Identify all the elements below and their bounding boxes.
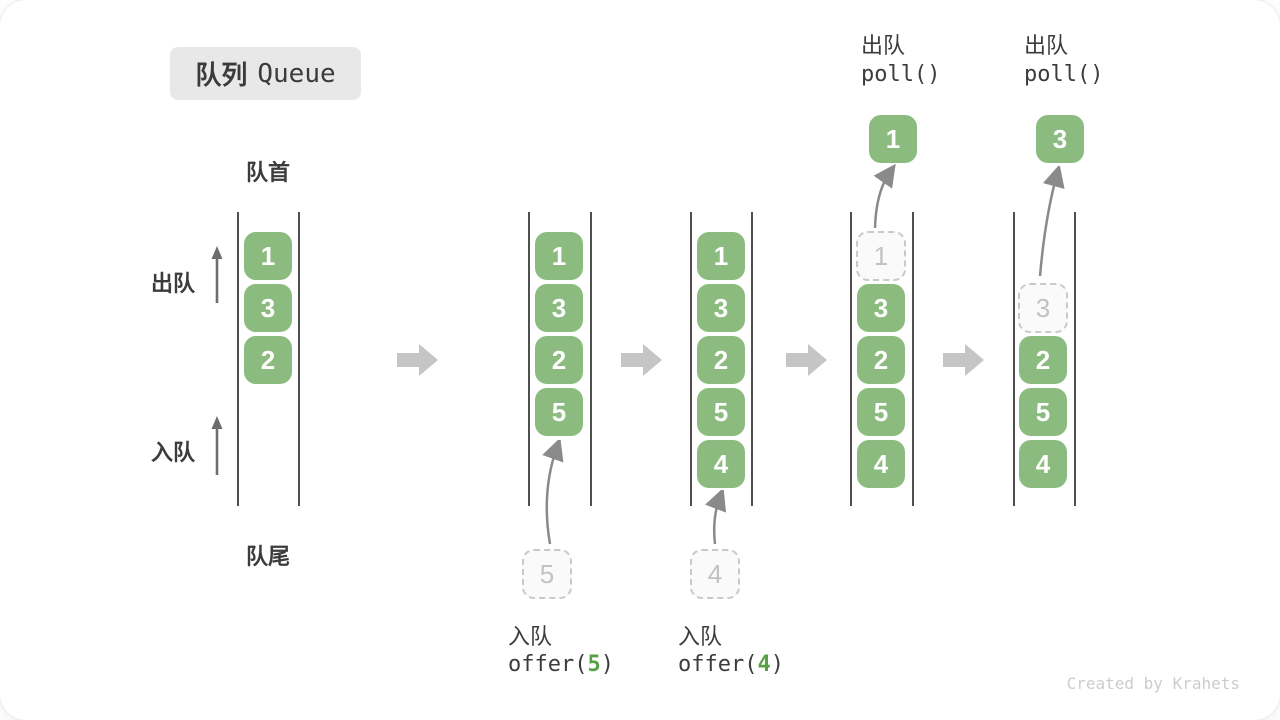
code-close: )	[600, 652, 614, 677]
queue-wall	[690, 212, 692, 506]
queue-cell: 4	[1019, 440, 1067, 488]
incoming-cell: 4	[690, 549, 740, 599]
label-queue-front: 队首	[245, 160, 290, 185]
queue-wall	[850, 212, 852, 506]
step-arrow-icon	[943, 344, 984, 376]
op-poll1-label: 出队	[861, 33, 906, 58]
queue-cell: 2	[857, 336, 905, 384]
polled-cell: 1	[869, 115, 917, 163]
polled-cell: 3	[1036, 115, 1084, 163]
label-enqueue: 入队	[151, 440, 196, 465]
queue-cell: 2	[244, 336, 292, 384]
queue-wall	[590, 212, 592, 506]
queue-cell: 5	[535, 388, 583, 436]
code-arg: 4	[757, 652, 771, 677]
code-close: )	[770, 652, 784, 677]
queue-wall	[528, 212, 530, 506]
code-open: offer(	[508, 652, 588, 677]
queue-cell: 4	[857, 440, 905, 488]
queue-cell: 3	[244, 284, 292, 332]
queue-wall	[1013, 212, 1015, 506]
step-arrow-icon	[397, 344, 438, 376]
queue-wall	[912, 212, 914, 506]
enqueue-curve-arrow-icon	[705, 490, 727, 545]
watermark: Created by Krahets	[1066, 674, 1240, 693]
label-dequeue: 出队	[151, 271, 196, 296]
queue-cell: 5	[697, 388, 745, 436]
queue-cell: 1	[244, 232, 292, 280]
queue-cell: 1	[697, 232, 745, 280]
op-enqueue5-code: offer(5)	[508, 652, 614, 677]
queue-wall	[298, 212, 300, 506]
queue-cell: 3	[535, 284, 583, 332]
code-arg: 5	[587, 652, 601, 677]
step-arrow-icon	[621, 344, 662, 376]
queue-cell: 1	[535, 232, 583, 280]
op-poll3-label: 出队	[1024, 33, 1069, 58]
queue-cell: 3	[697, 284, 745, 332]
label-queue-rear: 队尾	[245, 544, 290, 569]
enqueue-curve-arrow-icon	[542, 440, 564, 545]
op-poll1-code: poll()	[861, 62, 941, 87]
op-enqueue5-label: 入队	[508, 624, 553, 649]
queue-cell: 5	[857, 388, 905, 436]
queue-cell: 4	[697, 440, 745, 488]
title-zh: 队列	[195, 60, 248, 90]
queue-cell: 5	[1019, 388, 1067, 436]
dequeue-curve-arrow-icon	[873, 164, 896, 229]
code-open: offer(	[678, 652, 758, 677]
removed-cell: 1	[856, 231, 906, 281]
op-enqueue4-label: 入队	[678, 624, 723, 649]
queue-wall	[237, 212, 239, 506]
queue-wall	[751, 212, 753, 506]
enqueue-up-arrow-icon	[211, 416, 223, 475]
queue-cell: 2	[535, 336, 583, 384]
step-arrow-icon	[786, 344, 827, 376]
queue-cell: 3	[857, 284, 905, 332]
op-enqueue4-code: offer(4)	[678, 652, 784, 677]
incoming-cell: 5	[522, 549, 572, 599]
dequeue-curve-arrow-icon	[1038, 166, 1065, 277]
queue-wall	[1074, 212, 1076, 506]
title-en: Queue	[257, 58, 336, 89]
op-poll3-code: poll()	[1024, 62, 1104, 87]
removed-cell: 3	[1018, 283, 1068, 333]
dequeue-up-arrow-icon	[211, 246, 223, 303]
diagram-title: 队列 Queue	[170, 47, 361, 100]
queue-cell: 2	[697, 336, 745, 384]
queue-cell: 2	[1019, 336, 1067, 384]
